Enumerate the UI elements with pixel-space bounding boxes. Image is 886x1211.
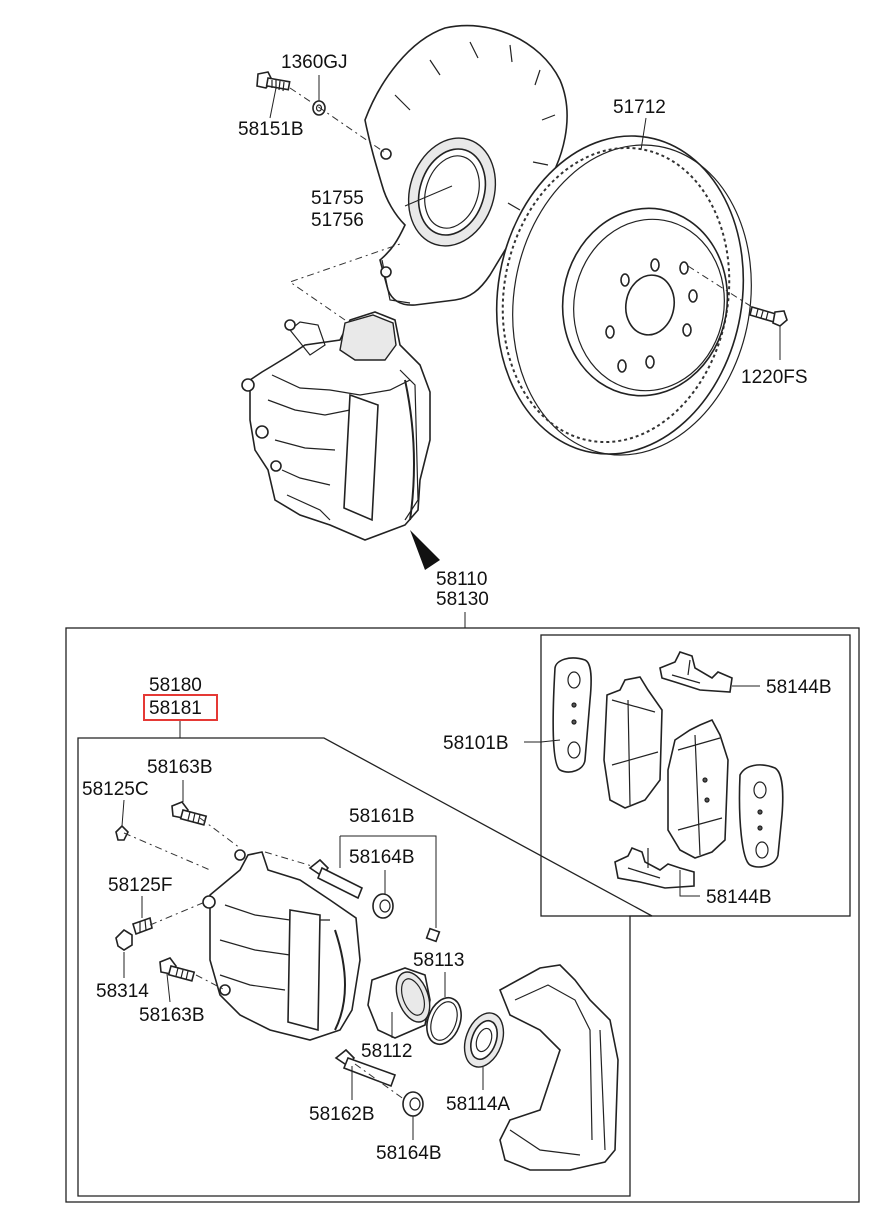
label-58164b-top: 58164B — [349, 847, 415, 868]
caliper-kit-box — [77, 737, 653, 1197]
caliper-body — [202, 849, 361, 1041]
label-58144b-top: 58144B — [766, 677, 832, 698]
brake-pads — [552, 651, 784, 889]
label-58163b-top: 58163B — [147, 757, 213, 778]
label-1220fs: 1220FS — [741, 367, 808, 388]
label-58164b-bottom: 58164B — [376, 1143, 442, 1164]
caliper-assembly-top — [241, 311, 431, 541]
bracket — [498, 964, 619, 1171]
label-58181: 58181 — [149, 698, 202, 719]
leader-lines-top — [269, 75, 781, 628]
screw-1220fs — [749, 305, 788, 327]
guide-pins-and-bolts — [115, 801, 441, 1117]
arrow-indicator — [410, 530, 440, 570]
leader-lines-kit — [121, 685, 760, 1140]
label-58162b: 58162B — [309, 1104, 375, 1125]
label-51712: 51712 — [613, 97, 666, 118]
label-58180: 58180 — [149, 675, 202, 696]
label-58125c: 58125C — [82, 779, 149, 800]
label-58161b: 58161B — [349, 806, 415, 827]
label-51756: 51756 — [311, 210, 364, 231]
label-51755: 51755 — [311, 188, 364, 209]
label-58314: 58314 — [96, 981, 149, 1002]
pad-kit-box — [540, 634, 851, 917]
label-58125f: 58125F — [108, 875, 172, 896]
piston-and-seals — [367, 967, 505, 1068]
label-1360gj: 1360GJ — [281, 52, 348, 73]
label-58151b: 58151B — [238, 119, 304, 140]
label-58113: 58113 — [413, 950, 464, 971]
kit-outer-box — [65, 627, 860, 1203]
hub-bearing — [407, 137, 497, 247]
label-58163b-bottom: 58163B — [139, 1005, 205, 1026]
label-58130: 58130 — [436, 589, 489, 610]
brake-rotor — [495, 135, 752, 456]
label-58101b: 58101B — [443, 733, 509, 754]
label-58112: 58112 — [361, 1041, 412, 1062]
label-58144b-bottom: 58144B — [706, 887, 772, 908]
dash-lines-kit — [123, 817, 406, 1101]
label-58114a: 58114A — [446, 1094, 510, 1115]
label-58110: 58110 — [436, 569, 487, 590]
part-labels: 1360GJ 58151B 51712 51755 51756 1220FS 5… — [82, 52, 832, 1164]
highlight-box — [143, 694, 218, 721]
bolt-58151b — [256, 71, 326, 116]
